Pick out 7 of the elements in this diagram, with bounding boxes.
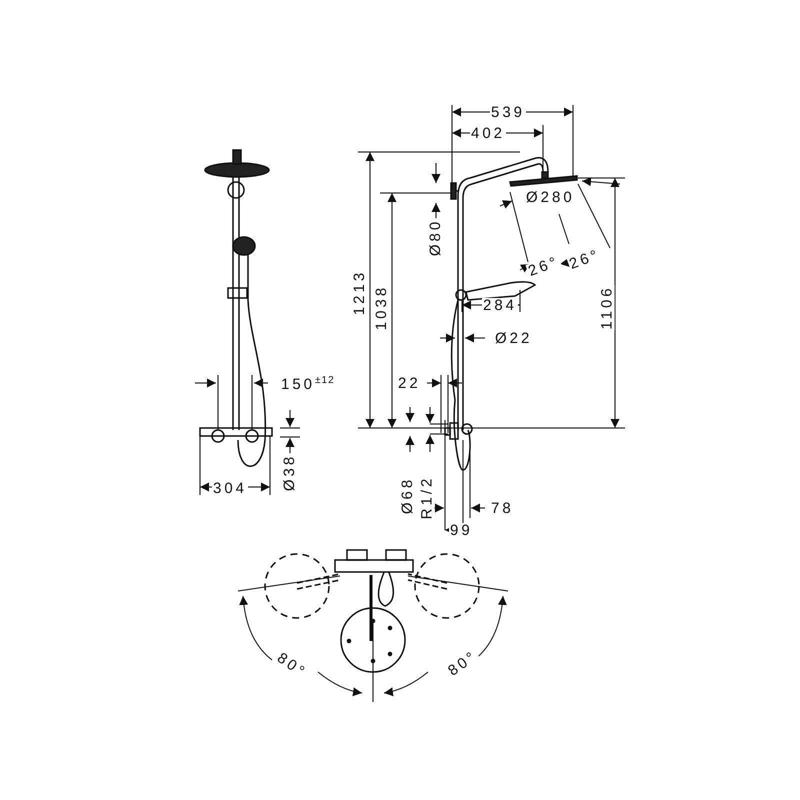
dimension-label: 150$^{±12}$ [280, 376, 336, 392]
dimension-label: 539 [490, 105, 526, 120]
dimension-label: Ø80 [428, 218, 443, 258]
dimension-label: 284 [482, 298, 518, 313]
dimension-label: 402 [470, 126, 506, 141]
dimension-label: Ø38 [282, 452, 297, 492]
dimension-label: 304 [212, 481, 248, 496]
